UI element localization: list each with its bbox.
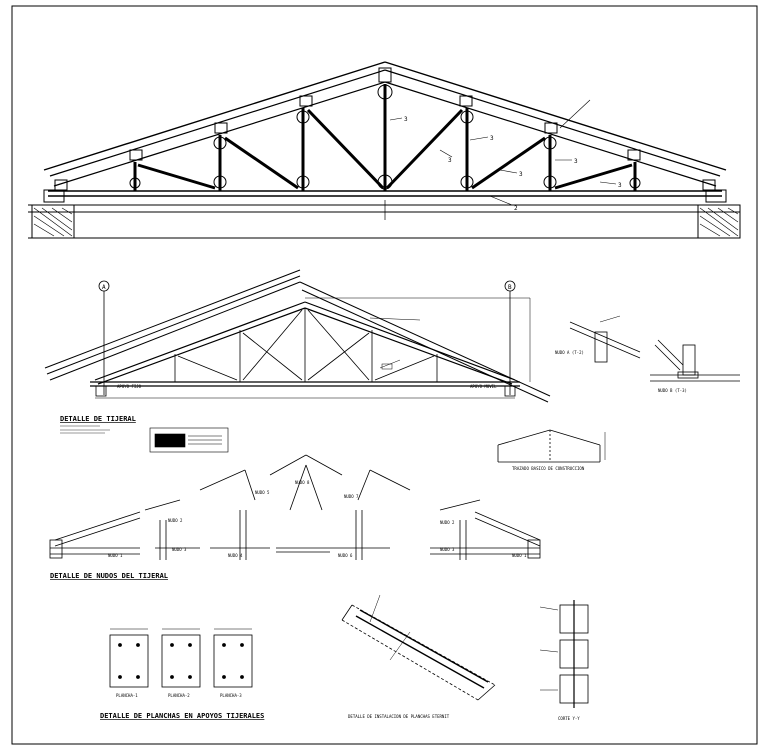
member-label: 3	[448, 157, 452, 164]
member-label: 3	[519, 171, 523, 178]
nudo-b-label: NUDO B (T-3)	[658, 388, 687, 393]
member-label: 2	[514, 205, 518, 212]
detalle-tijeral-labels: A B APOYO FIJO APOYO MOVIL DETALLE DE TI…	[60, 284, 512, 423]
plancha-label: PLANCHA-2	[168, 693, 190, 698]
main-truss-member-labels: 3 3 3 3 3 3 2	[404, 116, 622, 212]
detail-title: CORTE Y-Y	[558, 716, 580, 721]
nudo-label: NUDO 1	[108, 553, 123, 558]
detail-title: DETALLE DE INSTALACION DE PLANCHAS ETERN…	[348, 714, 450, 719]
nudo-label: NUDO 6	[338, 553, 353, 558]
main-truss-elevation	[28, 61, 741, 239]
sheet-border	[11, 5, 758, 745]
detalle-tijeral	[44, 269, 551, 403]
right-support-block	[697, 204, 741, 239]
planchas-detail	[109, 628, 253, 688]
nudo-label: NUDO 1	[512, 553, 527, 558]
nudo-label: NUDO 5	[255, 490, 270, 495]
nudo-a-detail	[569, 315, 641, 363]
member-label: 3	[618, 182, 622, 189]
trazado-title: TRAZADO BASICO DE CONSTRUCCION	[512, 466, 585, 471]
member-label: 3	[490, 135, 494, 142]
nudo-label: NUDO 4	[228, 553, 243, 558]
detail-title: DETALLE DE TIJERAL	[60, 415, 136, 423]
detail-title: DETALLE DE NUDOS DEL TIJERAL	[50, 572, 168, 580]
trazado-basico	[497, 429, 606, 463]
nudo-label: NUDO 3	[172, 547, 187, 552]
legend-box	[60, 425, 229, 453]
nudo-label: NUDO 8	[295, 480, 310, 485]
corte-yy-detail	[539, 600, 589, 708]
support-label: APOYO FIJO	[117, 384, 142, 389]
member-label: 3	[404, 116, 408, 123]
nudo-label: NUDO 2	[168, 518, 183, 523]
nudo-a-label: NUDO A (T-2)	[555, 350, 584, 355]
nudo-b-detail	[650, 339, 740, 382]
grid-label-b: B	[508, 284, 512, 291]
nudo-labels: NUDO 1 NUDO 1 NUDO 2 NUDO 3 NUDO 2 NUDO …	[50, 480, 527, 580]
left-support-block	[31, 204, 75, 239]
nudo-label: NUDO 2	[440, 520, 455, 525]
member-label: 3	[574, 158, 578, 165]
instalacion-detail	[341, 594, 496, 701]
plancha-label: PLANCHA-1	[116, 693, 138, 698]
plancha-label: PLANCHA-3	[220, 693, 242, 698]
nudos-detail-row	[49, 454, 541, 560]
nudo-label: NUDO 3	[440, 547, 455, 552]
support-label: APOYO MOVIL	[470, 384, 497, 389]
grid-label-a: A	[102, 284, 106, 291]
detail-title: DETALLE DE PLANCHAS EN APOYOS TIJERALES	[100, 712, 264, 720]
nudo-label: NUDO 7	[344, 494, 359, 499]
plancha-labels: PLANCHA-1 PLANCHA-2 PLANCHA-3 DETALLE DE…	[100, 693, 264, 720]
